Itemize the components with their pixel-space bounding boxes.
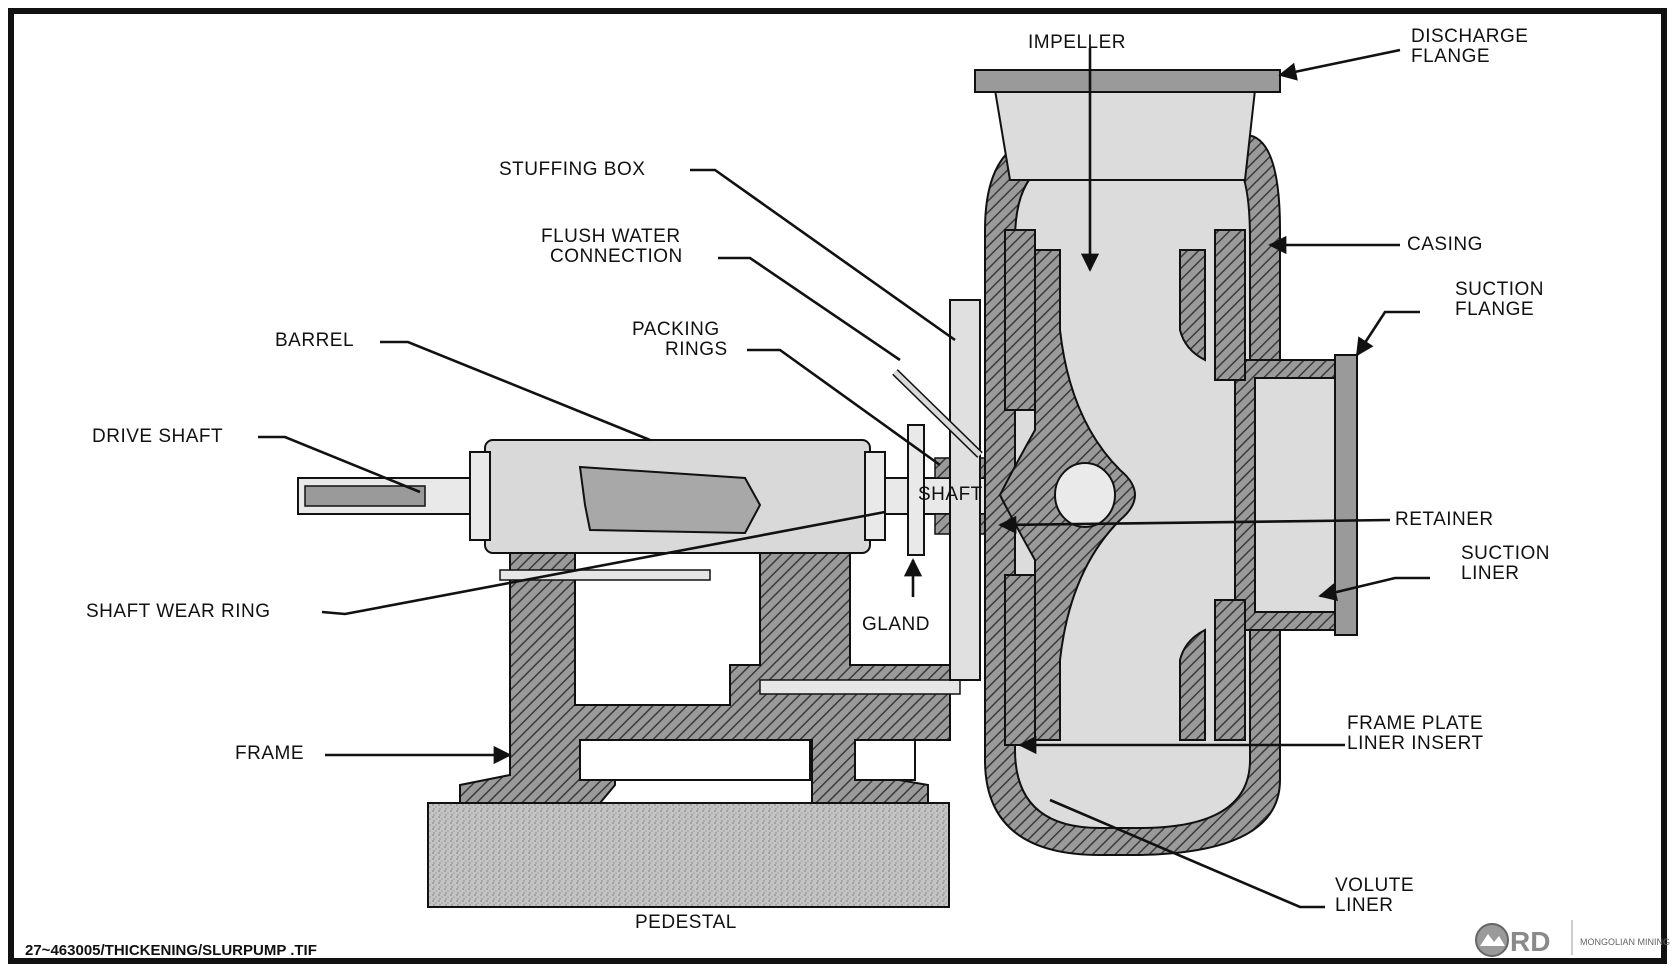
- barrel-flange-right: [864, 451, 886, 541]
- logo-company: MONGOLIAN MINING: [1580, 937, 1670, 947]
- label-drive-shaft: DRIVE SHAFT: [92, 426, 223, 447]
- label-suction-liner-2: LINER: [1461, 563, 1519, 584]
- label-frame-plate-1: FRAME PLATE: [1347, 713, 1483, 734]
- impeller-vane-bottom: [1179, 628, 1206, 741]
- logo-text: RD: [1510, 926, 1550, 957]
- liner-right-bottom: [1214, 599, 1246, 741]
- label-suction-flange-2: FLANGE: [1455, 299, 1534, 320]
- suction-flange: [1334, 354, 1358, 636]
- barrel-flange-left: [469, 451, 491, 541]
- label-packing-rings-1: PACKING: [632, 319, 720, 340]
- flush-water-pipe-inner: [893, 370, 982, 457]
- label-frame: FRAME: [235, 743, 304, 764]
- label-discharge-flange-1: DISCHARGE: [1411, 26, 1528, 47]
- label-shaft-wear-ring: SHAFT WEAR RING: [86, 601, 271, 622]
- impeller-vane-top: [1179, 249, 1206, 362]
- label-frame-plate-2: LINER INSERT: [1347, 733, 1484, 754]
- pedestal-block: [427, 802, 950, 908]
- label-discharge-flange-2: FLANGE: [1411, 46, 1490, 67]
- label-suction-liner-1: SUCTION: [1461, 543, 1550, 564]
- label-shaft: SHAFT: [918, 484, 983, 505]
- barrel-cutaway: [578, 465, 762, 535]
- label-volute-liner-1: VOLUTE: [1335, 875, 1414, 896]
- drive-shaft-key: [304, 485, 426, 507]
- company-logo: RD MONGOLIAN MINING: [1475, 920, 1670, 957]
- label-suction-flange-1: SUCTION: [1455, 279, 1544, 300]
- label-flush-water-1: FLUSH WATER: [541, 226, 681, 247]
- label-volute-liner-2: LINER: [1335, 895, 1393, 916]
- label-packing-rings-2: RINGS: [665, 339, 728, 360]
- liner-left-bottom: [1004, 574, 1036, 746]
- liner-right-top: [1214, 229, 1246, 381]
- impeller-hub-eye: [1054, 462, 1116, 528]
- frame-window-1: [579, 739, 811, 781]
- leader-lines: [258, 48, 1430, 909]
- label-pedestal: PEDESTAL: [635, 912, 737, 933]
- label-barrel: BARREL: [275, 330, 354, 351]
- frame-slot: [759, 679, 961, 695]
- liner-left-top: [1004, 229, 1036, 411]
- discharge-neck: [993, 89, 1257, 181]
- frame-window-2: [854, 739, 916, 781]
- frame-rod: [499, 569, 711, 581]
- suction-pipe: [1249, 369, 1351, 621]
- label-gland: GLAND: [862, 614, 930, 635]
- stuffing-box-wall: [949, 299, 981, 681]
- footer-file-path: 27~463005/THICKENING/SLURPUMP .TIF: [25, 942, 317, 959]
- label-flush-water-2: CONNECTION: [550, 246, 683, 267]
- gland-plate: [907, 424, 925, 556]
- label-retainer: RETAINER: [1395, 509, 1494, 530]
- discharge-flange: [974, 69, 1281, 93]
- label-casing: CASING: [1407, 234, 1483, 255]
- label-stuffing-box: STUFFING BOX: [499, 159, 645, 180]
- label-impeller: IMPELLER: [1028, 32, 1126, 53]
